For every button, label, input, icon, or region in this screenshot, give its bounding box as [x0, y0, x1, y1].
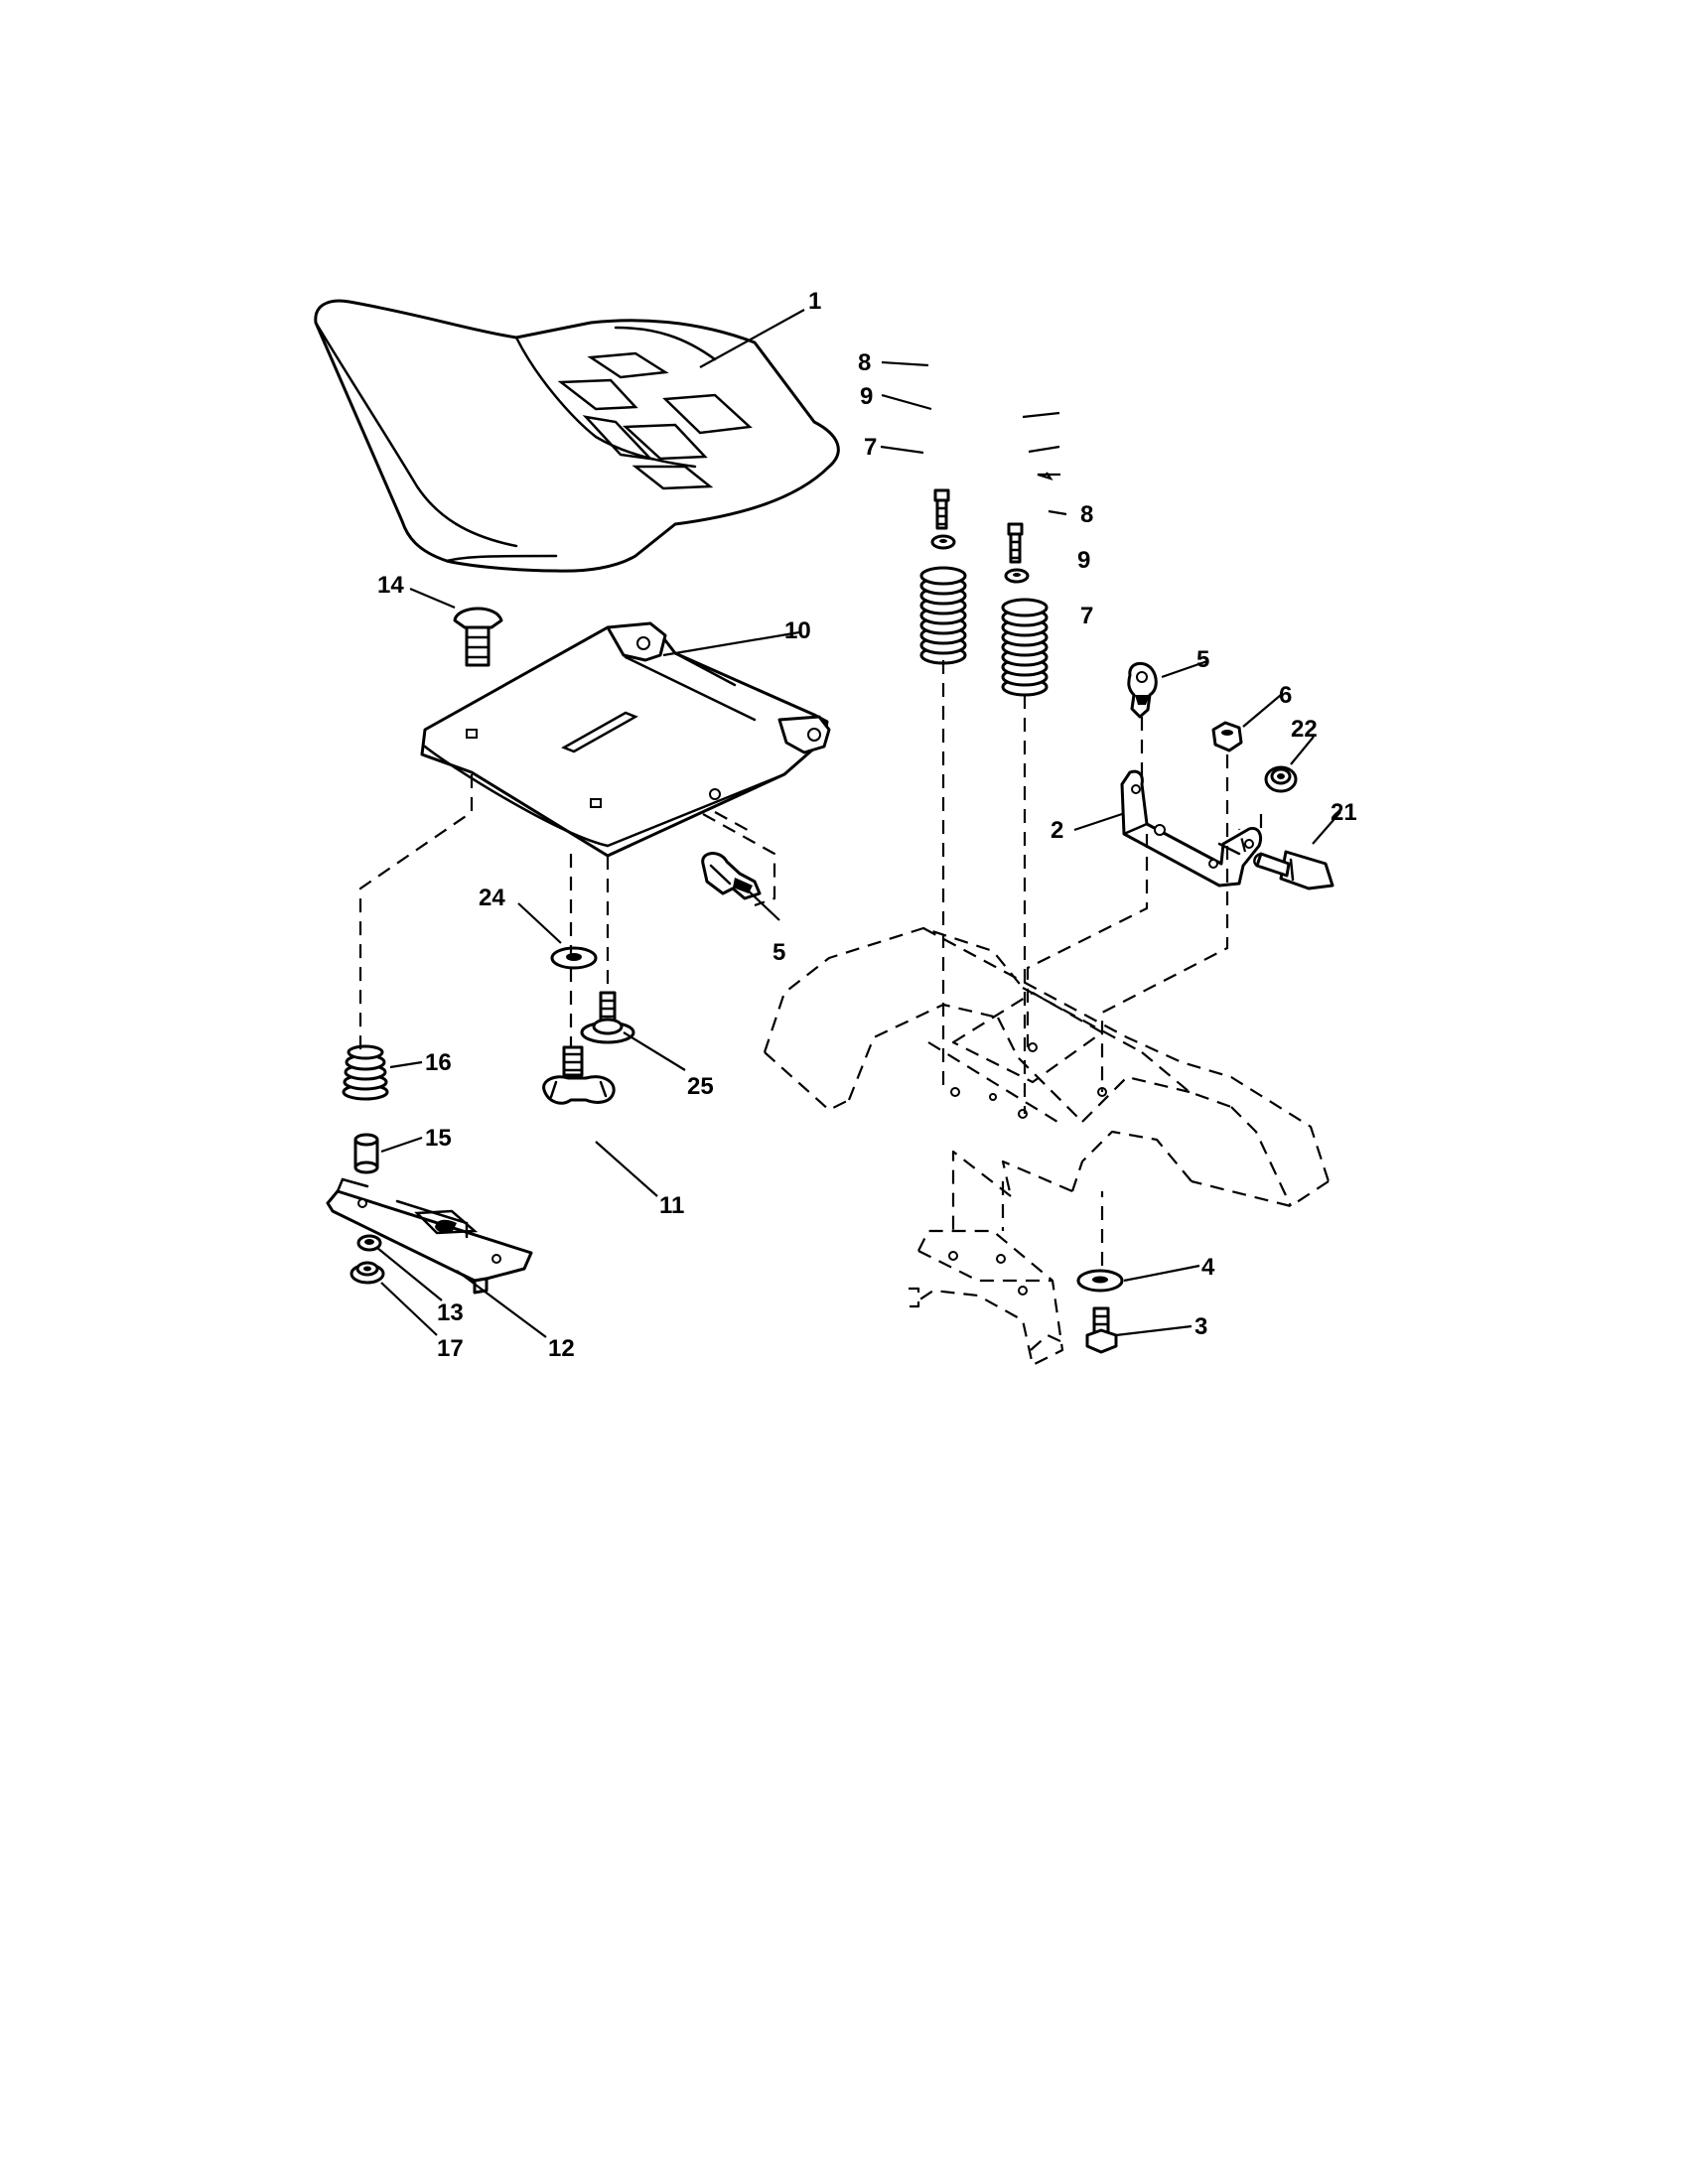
- callout-2: 2: [1051, 817, 1063, 844]
- seat-spring-right-part: [1001, 598, 1049, 697]
- lock-washer-left-part: [930, 534, 956, 550]
- callout-17: 17: [437, 1335, 464, 1362]
- seat-part: [314, 299, 840, 573]
- clip-guide-dashed-line: [714, 811, 756, 835]
- wire-clip-part: [1127, 661, 1158, 719]
- hex-nut-part: [356, 1234, 382, 1252]
- shoulder-screw-part: [580, 991, 635, 1044]
- compression-spring-part: [342, 1044, 389, 1101]
- lock-washer-right-part: [1004, 568, 1030, 584]
- callout-15: 15: [425, 1125, 452, 1152]
- callout-21: 21: [1331, 799, 1357, 826]
- washer-part: [550, 946, 598, 970]
- seat-spring-left-part: [919, 566, 967, 665]
- clip-bracket-dashed-outline: [702, 813, 776, 907]
- callout-22: 22: [1291, 716, 1318, 743]
- callout-11: 11: [659, 1192, 684, 1219]
- callout-7-left: 7: [864, 434, 877, 461]
- callout-12: 12: [548, 1335, 575, 1362]
- flat-washer-part: [1076, 1269, 1124, 1293]
- assembly-dashed-lines: [358, 660, 1263, 1266]
- callout-14: 14: [377, 572, 404, 599]
- callout-16: 16: [425, 1049, 452, 1076]
- callout-25: 25: [687, 1073, 714, 1100]
- callout-13: 13: [437, 1299, 464, 1326]
- callout-10: 10: [784, 617, 811, 644]
- callout-5-left: 5: [772, 939, 785, 966]
- hex-bolt-left-part: [933, 488, 950, 530]
- callout-4: 4: [1201, 1254, 1215, 1281]
- hex-bolt-part: [1085, 1306, 1118, 1354]
- seat-adjust-knob-part: [542, 1045, 616, 1105]
- seat-pan-part: [420, 621, 831, 858]
- callout-9-left: 9: [860, 383, 873, 410]
- callout-1: 1: [808, 288, 821, 315]
- seat-bracket-part: [1120, 769, 1263, 887]
- callout-9-right: 9: [1077, 547, 1090, 574]
- flange-lock-nut-part: [1264, 765, 1298, 793]
- callout-5-right: 5: [1196, 646, 1209, 673]
- lock-nut-part: [1211, 721, 1243, 752]
- callout-3: 3: [1194, 1313, 1207, 1340]
- seat-adjust-plate-part: [326, 1177, 533, 1295]
- seat-switch-clip-part: [701, 852, 762, 900]
- callout-24: 24: [479, 885, 505, 911]
- spacer-part: [353, 1133, 379, 1174]
- callout-leader-lines: [376, 309, 1341, 1338]
- carriage-bolt-part: [453, 607, 503, 667]
- callout-8-left: 8: [858, 349, 871, 376]
- callout-8-right: 8: [1080, 501, 1093, 528]
- callout-6: 6: [1279, 682, 1292, 709]
- shoulder-bolt-part: [1253, 850, 1334, 890]
- hex-bolt-right-part: [1007, 522, 1024, 564]
- flange-nut-part: [350, 1261, 385, 1285]
- chassis-outline-dashed: [763, 926, 1331, 1367]
- callout-7-right: 7: [1080, 603, 1093, 629]
